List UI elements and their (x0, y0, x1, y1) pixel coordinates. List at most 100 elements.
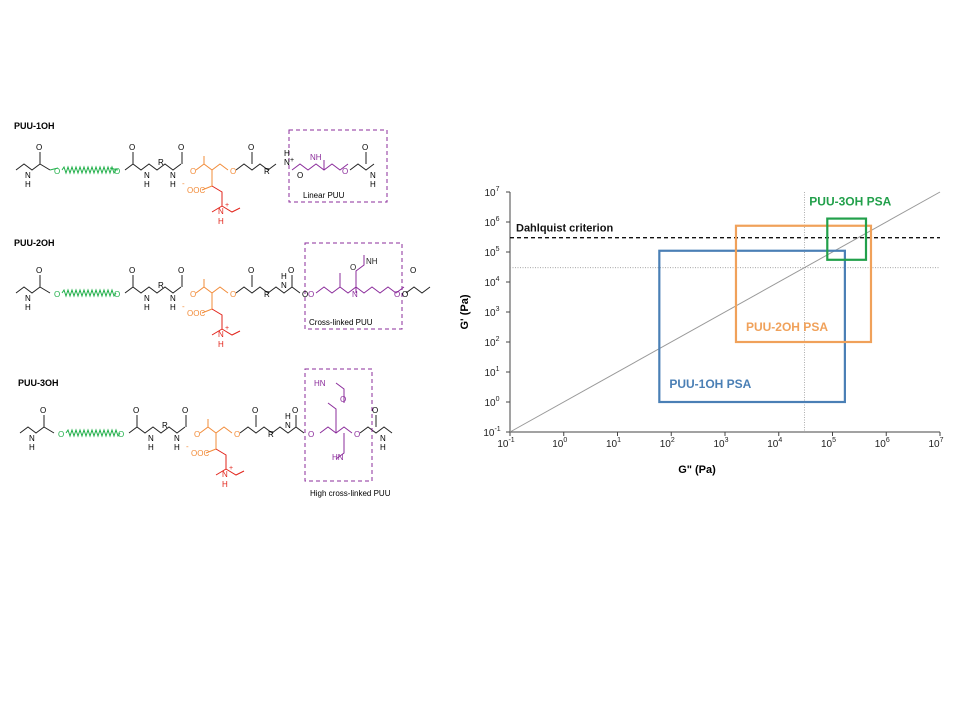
atom-n: N (285, 421, 291, 430)
atom-o: O (114, 167, 120, 176)
x-axis-label: G" (Pa) (678, 464, 716, 476)
region-rect (826, 217, 868, 261)
atom-nh: NH (310, 153, 322, 162)
atom-n: N (222, 470, 228, 479)
atom-o: O (342, 167, 348, 176)
atom-n: N (370, 171, 376, 180)
y-tick-label: 10-1 (483, 426, 500, 439)
atom-o: O (58, 430, 64, 439)
atom-o: O (178, 266, 184, 275)
atom-o: O (133, 406, 139, 415)
region-rect (658, 249, 846, 404)
atom-r: R (158, 281, 164, 290)
y-tick-label: 102 (484, 336, 499, 349)
atom-o: O (190, 290, 196, 299)
atom-n: N (144, 171, 150, 180)
atom-r: R (268, 430, 274, 439)
atom-h: H (170, 180, 176, 189)
atom-h: H (144, 303, 150, 312)
atom-o: O (340, 395, 346, 404)
atom-r: R (158, 158, 164, 167)
y-tick-label: 106 (484, 216, 499, 229)
y-tick-label: 103 (484, 306, 499, 319)
atom-h: H (29, 443, 35, 452)
region-label: PUU-2OH PSA (746, 320, 828, 334)
box-label: Linear PUU (303, 191, 345, 200)
atom-o: O (410, 266, 416, 275)
atom-r: R (162, 421, 168, 430)
y-tick-label: 101 (484, 366, 499, 379)
atom-h: H (218, 217, 224, 226)
atom-h: H (25, 303, 31, 312)
atom-n: N (25, 294, 31, 303)
x-tick-label: 100 (552, 437, 567, 450)
atom-o: O (292, 406, 298, 415)
atom-o: O (394, 290, 400, 299)
plot-area: 10-1 100 101 102 103 104 105 106 107 10-1 100 101 10… (483, 186, 943, 450)
atom-h: H (370, 180, 376, 189)
atom-o: O (129, 266, 135, 275)
atom-h: H (380, 443, 386, 452)
region-label: PUU-1OH PSA (669, 377, 751, 391)
atom-minus: - (182, 179, 185, 188)
atom-h: H (281, 272, 287, 281)
atom-o: O (372, 406, 378, 415)
structure-title: PUU-3OH (18, 378, 59, 388)
atom-n: N (170, 171, 176, 180)
atom-n: N (218, 330, 224, 339)
atom-o: O (354, 430, 360, 439)
atom-r: R (264, 167, 270, 176)
x-tick-label: 105 (821, 437, 836, 450)
x-tick-label: 101 (606, 437, 621, 450)
atom-h: H (285, 412, 291, 421)
atom-plus: + (290, 157, 294, 164)
atom-n: N (29, 434, 35, 443)
atom-o: O (36, 143, 42, 152)
atom-o: O (194, 430, 200, 439)
atom-h: H (170, 303, 176, 312)
atom-h: H (25, 180, 31, 189)
y-tick-label: 107 (484, 186, 499, 199)
atom-o: O (302, 290, 308, 299)
atom-minus: - (186, 442, 189, 451)
region-label: PUU-3OH PSA (809, 195, 891, 209)
structure-puu-1oh: PUU-1OH Linear PUU O N H O O O N H (14, 121, 388, 226)
atom-o: O (182, 406, 188, 415)
diagonal-line (509, 191, 941, 433)
x-tick-label: 103 (713, 437, 728, 450)
atom-o: O (402, 290, 408, 299)
atom-h: H (284, 149, 290, 158)
atom-nh: N (25, 171, 31, 180)
atom-o: O (36, 266, 42, 275)
atom-h: H (218, 340, 224, 349)
atom-o: O (118, 430, 124, 439)
atom-plus: + (229, 465, 233, 472)
atom-hn: HN (314, 379, 326, 388)
atom-ooc: OOC (191, 449, 209, 458)
x-tick-label: 10-1 (497, 437, 514, 450)
structure-title: PUU-2OH (14, 238, 55, 248)
atom-o: O (230, 290, 236, 299)
atom-plus: + (225, 202, 229, 209)
atom-o: O (178, 143, 184, 152)
atom-o: O (308, 290, 314, 299)
x-tick-label: 106 (875, 437, 890, 450)
structure-puu-3oh: PUU-3OH High cross-linked PUU O N H O O … (18, 368, 393, 498)
atom-o: O (40, 406, 46, 415)
atom-n: N (218, 207, 224, 216)
atom-h: H (144, 180, 150, 189)
atom-o: O (362, 143, 368, 152)
chemical-structures: PUU-1OH Linear PUU O N H O O O N H (14, 121, 431, 498)
atom-n: N (170, 294, 176, 303)
y-axis-label: G' (Pa) (459, 294, 471, 329)
atom-n: N (352, 290, 358, 299)
y-tick-label: 100 (484, 396, 499, 409)
atom-n: N (380, 434, 386, 443)
atom-nh: NH (366, 257, 378, 266)
atom-o: O (114, 290, 120, 299)
atom-n: N (174, 434, 180, 443)
dahlquist-label: Dahlquist criterion (516, 223, 613, 235)
atom-o: O (54, 290, 60, 299)
y-tick-label: 104 (484, 276, 499, 289)
atom-o: O (252, 406, 258, 415)
